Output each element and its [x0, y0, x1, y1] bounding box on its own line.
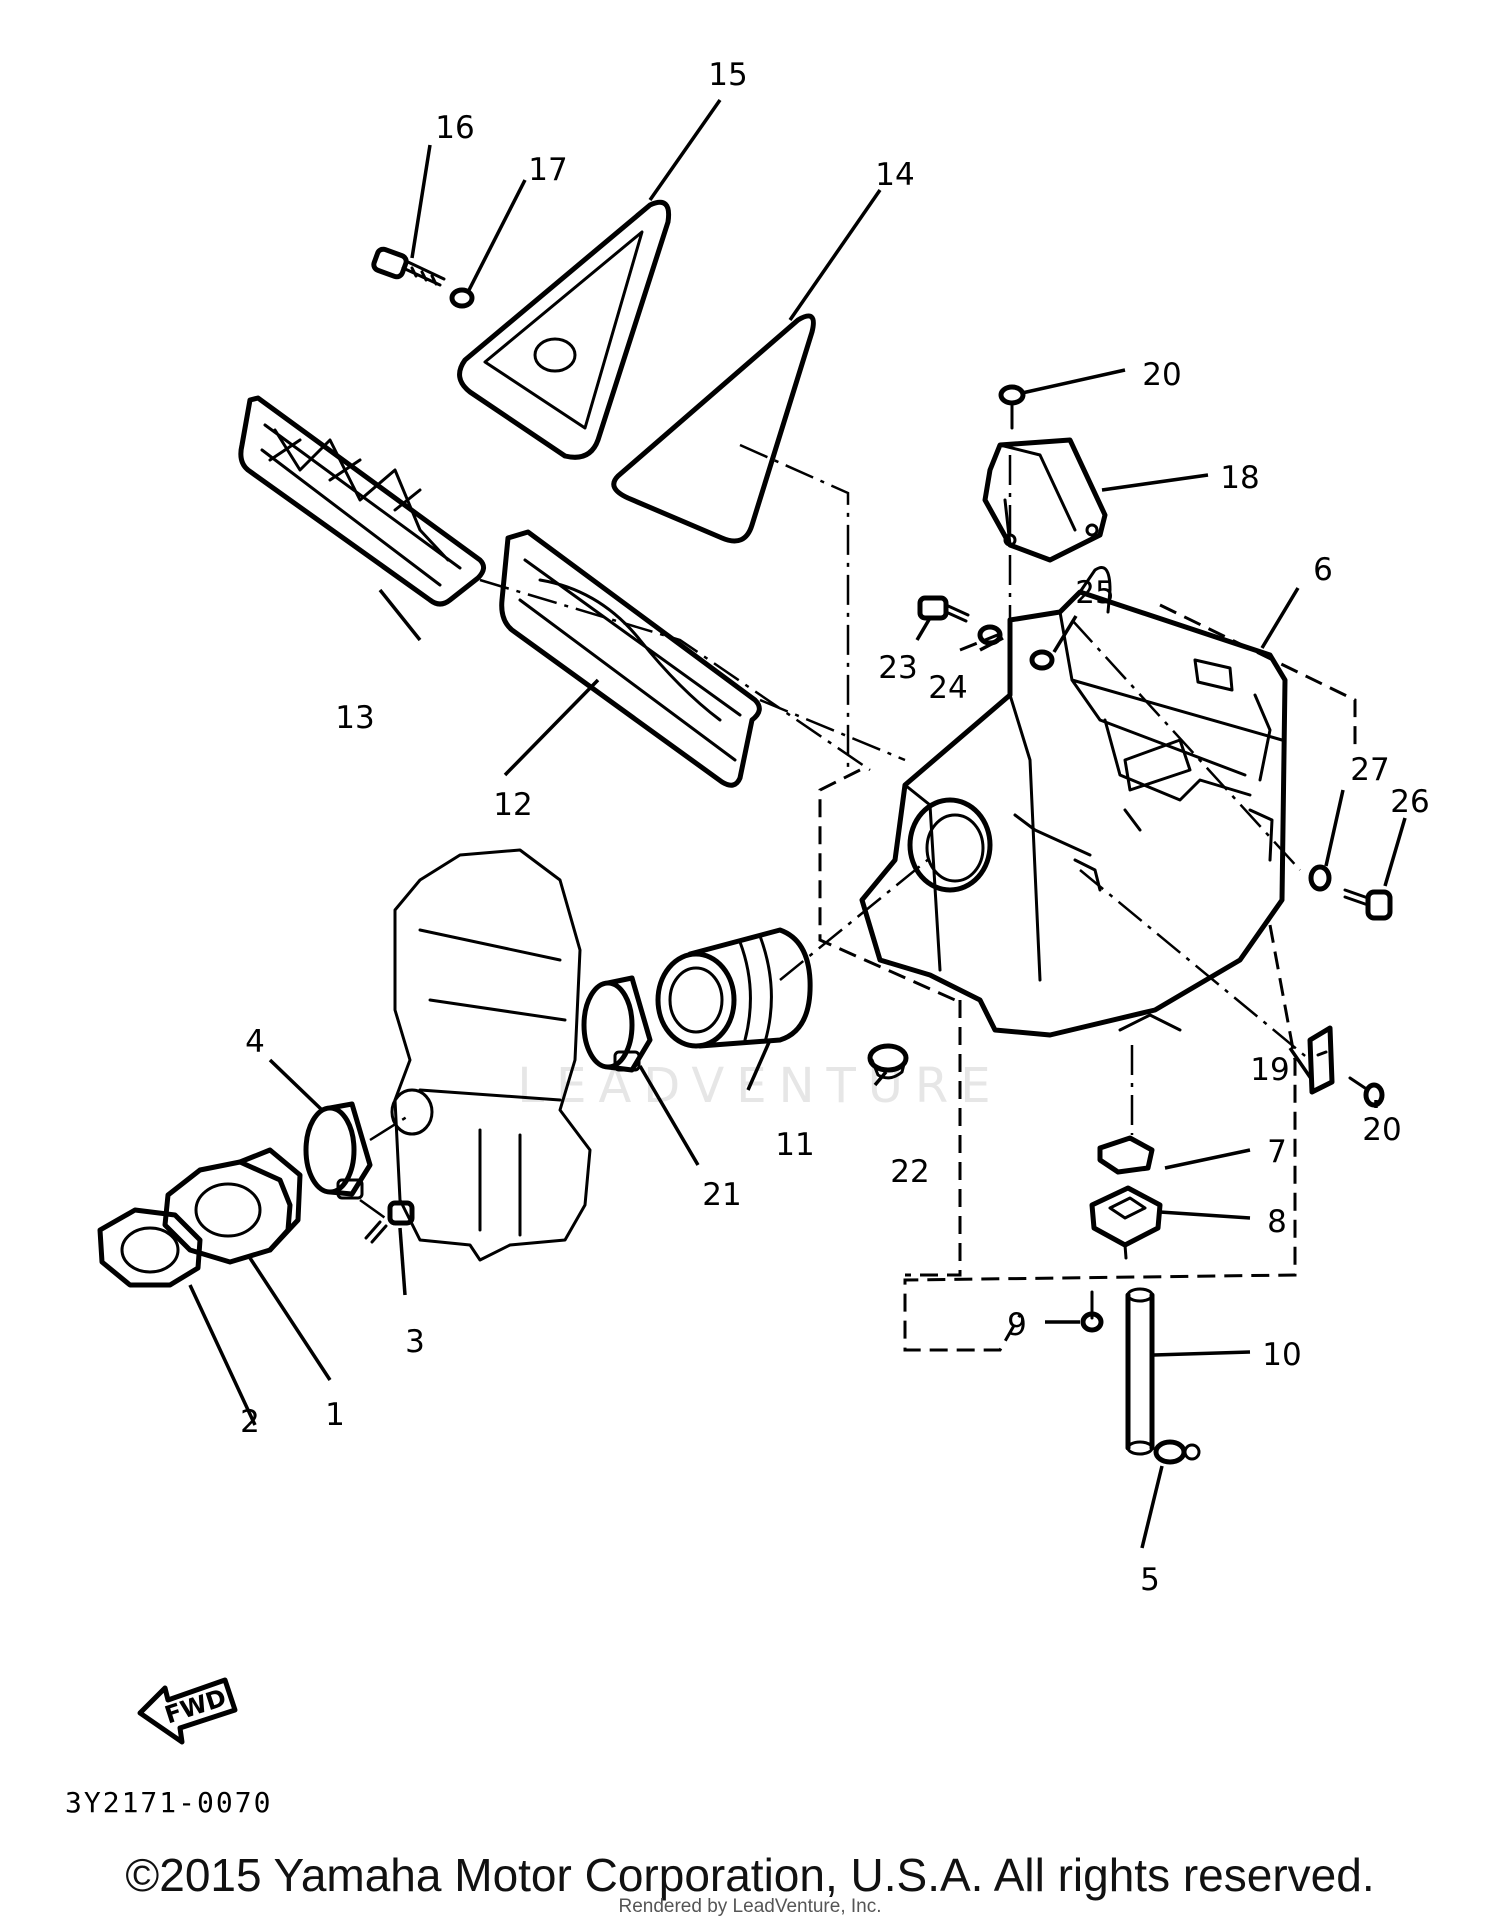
- callout-27: 27: [1350, 752, 1389, 788]
- leader-lines: [188, 98, 1407, 1549]
- part-4-clamp: [303, 1101, 373, 1200]
- part-3-bolt: [364, 1200, 415, 1244]
- callout-10: 10: [1262, 1337, 1301, 1373]
- callout-14: 14: [875, 157, 914, 193]
- reference-code: 3Y2171-0070: [65, 1786, 272, 1819]
- part-26-bolt: [1343, 888, 1393, 921]
- callout-2: 2: [240, 1404, 260, 1440]
- part-23-bolt: [917, 595, 970, 623]
- part-11-joint: [655, 927, 813, 1049]
- part-20-screw-bottom: [1348, 1076, 1385, 1108]
- watermark: LEADVENTURE: [517, 1058, 1002, 1114]
- callout-16: 16: [435, 110, 474, 146]
- part-27-washer: [1308, 864, 1332, 892]
- part-1-manifold: [162, 1147, 303, 1265]
- callout-26: 26: [1390, 784, 1429, 820]
- callout-13: 13: [335, 700, 374, 736]
- callout-15: 15: [708, 57, 747, 93]
- callout-1: 1: [325, 1397, 345, 1433]
- part-22-grommet: [867, 1043, 909, 1080]
- part-17-washer: [449, 287, 475, 309]
- part-5-hose-clip: [1153, 1439, 1201, 1465]
- callout-18: 18: [1220, 460, 1259, 496]
- part-21-clamp: [581, 975, 653, 1073]
- part-13-filter-frame: [238, 395, 486, 607]
- callout-9: 9: [1007, 1307, 1027, 1343]
- part-6-air-box: [859, 566, 1288, 1038]
- callout-3: 3: [405, 1324, 425, 1360]
- callout-8: 8: [1267, 1204, 1287, 1240]
- callout-11: 11: [775, 1127, 814, 1163]
- part-2-gasket: [97, 1207, 203, 1288]
- part-7-filter-pad: [1097, 1135, 1155, 1175]
- callout-5: 5: [1140, 1562, 1160, 1598]
- callout-20-bottom: 20: [1362, 1112, 1401, 1148]
- copyright-notice: ©2015 Yamaha Motor Corporation, U.S.A. A…: [125, 1849, 1375, 1901]
- fwd-direction-arrow: FWD: [137, 1677, 238, 1745]
- part-15-cover: [457, 199, 672, 460]
- callout-21: 21: [702, 1177, 741, 1213]
- callout-22: 22: [890, 1154, 929, 1190]
- engine-outline: [390, 848, 592, 1262]
- rendered-by-notice: Rendered by LeadVenture, Inc.: [618, 1896, 882, 1917]
- part-16-bolt: [371, 246, 446, 287]
- callout-24: 24: [928, 670, 967, 706]
- part-9-screw: [1080, 1290, 1104, 1333]
- part-14-seal: [611, 313, 816, 544]
- part-10-hose: [1125, 1287, 1155, 1456]
- part-6-assembly-outline: [818, 603, 1357, 1352]
- callout-labels: 1 2 3 4 5 6 7 8 9 10 11 12 13 14 15 16 1…: [240, 57, 1430, 1598]
- callout-17: 17: [528, 152, 567, 188]
- callout-4: 4: [245, 1024, 265, 1060]
- part-19-bracket: [1307, 1025, 1335, 1095]
- callout-19: 19: [1250, 1052, 1289, 1088]
- callout-12: 12: [493, 787, 532, 823]
- callout-25: 25: [1075, 575, 1114, 611]
- part-8-drain: [1089, 1185, 1163, 1260]
- part-12-filter-element: [499, 529, 762, 788]
- callout-6: 6: [1313, 552, 1333, 588]
- part-18-box-cover: [982, 437, 1108, 563]
- callout-20-top: 20: [1142, 357, 1181, 393]
- callout-7: 7: [1267, 1134, 1287, 1170]
- callout-23: 23: [878, 650, 917, 686]
- part-20-screw-top: [998, 384, 1026, 430]
- alignment-lines: [359, 443, 1311, 1227]
- part-25-washer: [1029, 649, 1055, 671]
